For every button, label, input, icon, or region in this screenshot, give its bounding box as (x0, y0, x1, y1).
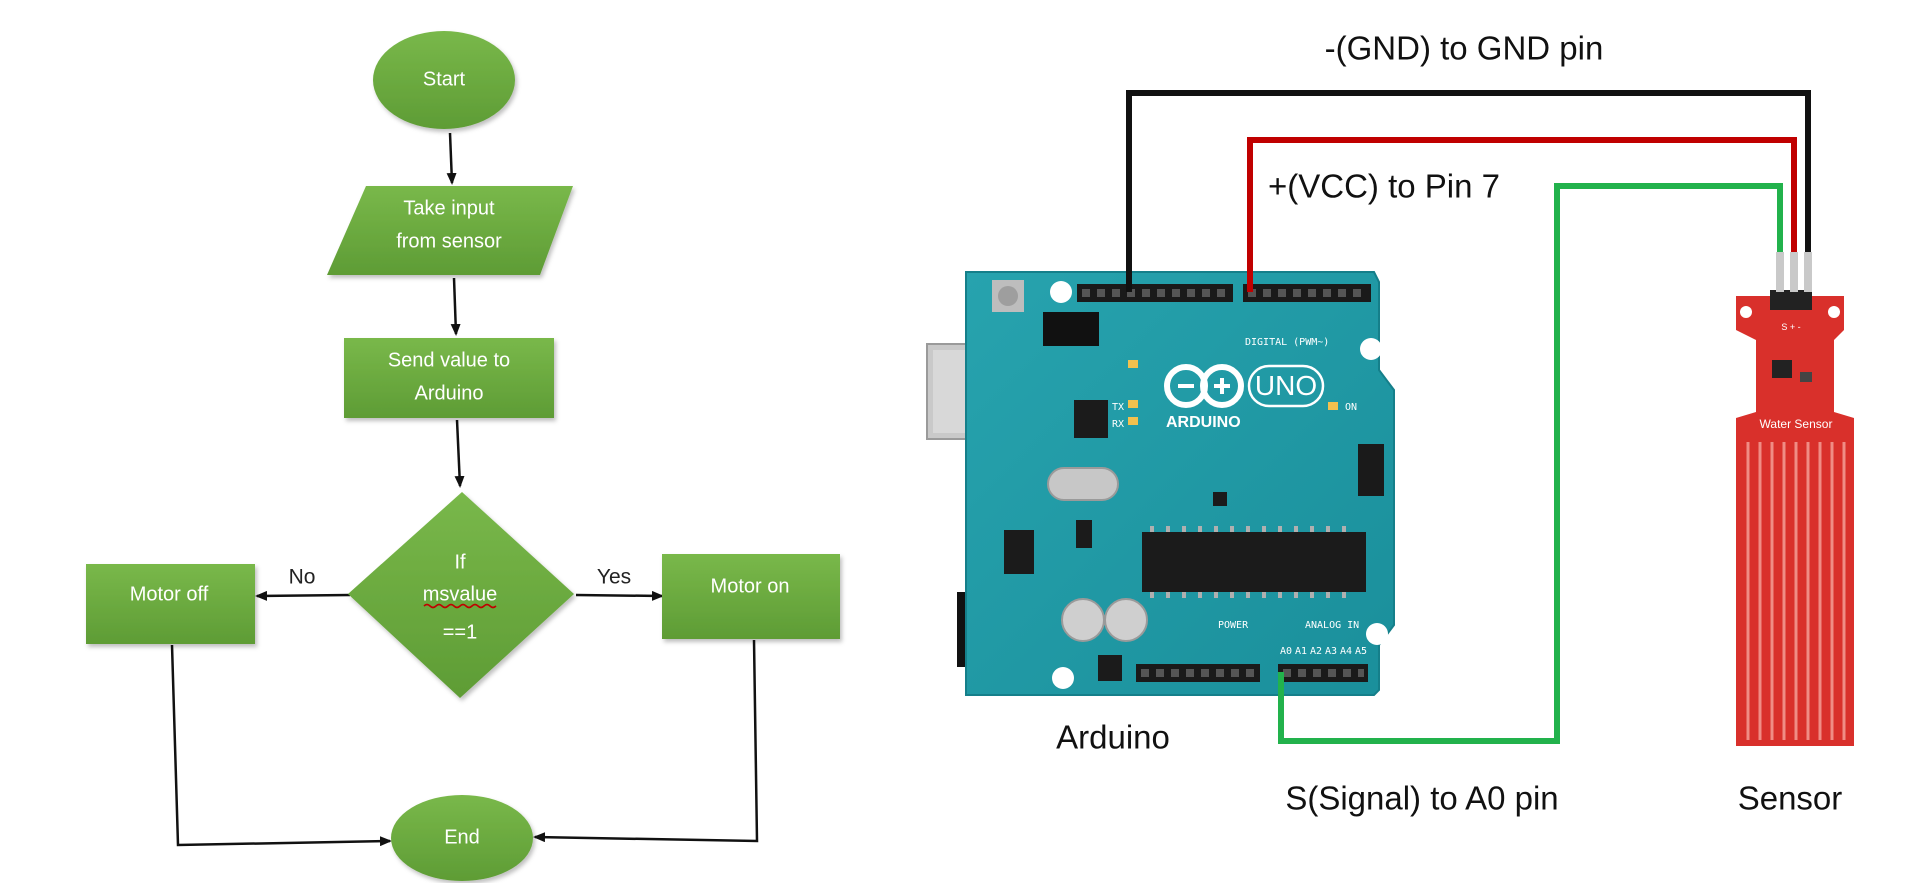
arduino-device-label: Arduino (1056, 719, 1170, 756)
capacitor-1 (1061, 598, 1105, 642)
yes-branch-label: Yes (597, 566, 631, 589)
water-sensor: S + - Water Sensor (1736, 290, 1854, 746)
arrow-decision-to-motor-off (255, 590, 351, 601)
pin-a0-label: A0 (1280, 646, 1292, 657)
icsp-header-right (1358, 444, 1384, 496)
start-label: Start (423, 68, 466, 90)
pin-a4-label: A4 (1340, 646, 1352, 657)
input-label-line2: from sensor (396, 230, 502, 252)
digital-header-left (1077, 284, 1233, 302)
arrow-input-to-send (450, 277, 461, 336)
power-header (1136, 664, 1260, 682)
analog-header-pins (1141, 669, 1364, 677)
pin-a3-label: A3 (1325, 646, 1337, 657)
pin-a2-label: A2 (1310, 646, 1322, 657)
board-body (965, 271, 1395, 696)
digital-header-pins (1082, 289, 1361, 297)
decision-label-line2: msvalue (423, 583, 497, 605)
decision-diamond (348, 492, 574, 698)
end-terminal (391, 795, 533, 881)
arrow-decision-to-motor-on (575, 590, 664, 601)
sensor-transistor (1772, 360, 1792, 378)
sensor-connector (1770, 290, 1812, 310)
arrow-send-to-decision (454, 419, 465, 488)
sensor-pin-vcc (1790, 252, 1798, 292)
mount-hole-4 (1052, 667, 1074, 689)
voltage-regulator (1004, 530, 1034, 574)
pin-a5-label: A5 (1355, 646, 1367, 657)
spellcheck-underline (423, 603, 497, 609)
wire-gnd (1126, 90, 1811, 292)
wire-signal (1278, 183, 1783, 744)
power-header-label: POWER (1218, 620, 1249, 631)
sensor-board-name: Water Sensor (1760, 417, 1833, 431)
send-process-box (344, 338, 554, 418)
wiring-diagram: DIGITAL (PWM~) UNO ARDUINO TX RX ON (926, 30, 1854, 817)
arduino-logo (1164, 364, 1325, 408)
mount-hole-1 (1050, 281, 1072, 303)
reset-button-cap (998, 286, 1018, 306)
send-label-line1: Send value to (388, 349, 510, 371)
analog-pin-labels: A0 A1 A2 A3 A4 A5 (1280, 646, 1367, 657)
sensor-pin-gnd (1804, 252, 1812, 292)
sensor-hole-left (1740, 306, 1752, 318)
on-label: ON (1345, 402, 1357, 413)
decision-label-line1: If (454, 551, 466, 573)
usb-chip (1074, 400, 1108, 438)
mount-hole-3 (1366, 623, 1388, 645)
gnd-wire-label: -(GND) to GND pin (1325, 30, 1604, 67)
pin-a1-label: A1 (1295, 646, 1307, 657)
digital-header-label: DIGITAL (PWM~) (1245, 337, 1329, 348)
arrow-start-to-input (446, 132, 457, 185)
input-label-line1: Take input (403, 197, 495, 219)
sensor-hole-right (1828, 306, 1840, 318)
small-chip-2 (1213, 492, 1227, 506)
arrow-motor-on-to-end (533, 639, 759, 843)
sensor-pin-labels: S + - (1781, 322, 1800, 332)
end-label: End (444, 826, 480, 848)
uno-logo-text: UNO (1255, 370, 1317, 401)
start-terminal (373, 31, 515, 129)
no-branch-label: No (289, 566, 316, 589)
motor-off-label: Motor off (130, 583, 209, 605)
atmega-chip (1142, 532, 1366, 592)
l-led (1128, 360, 1138, 368)
rx-led (1128, 417, 1138, 425)
digital-header-right (1243, 284, 1371, 302)
rx-label: RX (1112, 419, 1124, 430)
motor-on-box (662, 554, 840, 639)
icsp-header-top (1043, 312, 1099, 346)
input-parallelogram (327, 186, 573, 275)
signal-wire-label: S(Signal) to A0 pin (1285, 780, 1558, 817)
sensor-device-label: Sensor (1738, 780, 1843, 817)
analog-header (1278, 664, 1368, 682)
wire-vcc (1247, 137, 1797, 292)
crystal (1047, 467, 1119, 501)
atmega-pins (1150, 526, 1346, 598)
motor-off-box (86, 564, 255, 644)
analog-header-label: ANALOG IN (1305, 620, 1359, 631)
sensor-pin-s (1776, 252, 1784, 292)
sensor-traces (1746, 442, 1846, 740)
capacitor-2 (1104, 598, 1148, 642)
arrow-motor-off-to-end (170, 644, 392, 847)
tx-label: TX (1112, 402, 1124, 413)
arduino-brand-text: ARDUINO (1166, 414, 1241, 431)
decision-label-line3: ==1 (443, 621, 477, 643)
flowchart: Start Take input from sensor Send value … (86, 31, 840, 881)
tx-led (1128, 400, 1138, 408)
sensor-resistor (1800, 372, 1812, 382)
small-chip-1 (1076, 520, 1092, 548)
vcc-wire-label: +(VCC) to Pin 7 (1268, 168, 1500, 205)
small-chip-3 (1098, 655, 1122, 681)
on-led (1328, 402, 1338, 410)
motor-on-label: Motor on (711, 575, 790, 597)
mount-hole-2 (1360, 338, 1382, 360)
send-label-line2: Arduino (415, 382, 484, 404)
arduino-board: DIGITAL (PWM~) UNO ARDUINO TX RX ON (926, 271, 1395, 696)
